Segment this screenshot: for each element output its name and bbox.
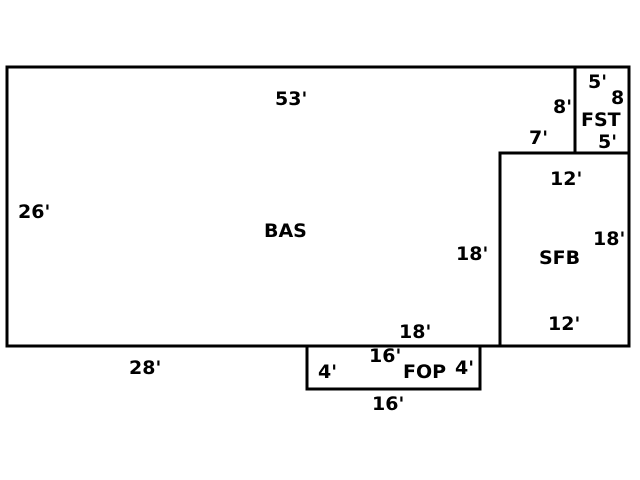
- fst-bottom-dimension: 5': [598, 131, 617, 153]
- fop-outline: [305, 344, 482, 391]
- fop-top-dimension: 16': [369, 345, 401, 367]
- sfb-area-label: SFB: [539, 247, 580, 269]
- sfb-right-dimension: 18': [593, 228, 625, 250]
- bas-bottom-dimension: 28': [129, 357, 161, 379]
- bas-area-label: BAS: [264, 220, 307, 242]
- bas-top-dimension: 53': [275, 88, 307, 110]
- fop-bottom-dimension: 16': [372, 393, 404, 415]
- fop-left-dimension: 4': [318, 361, 337, 383]
- fst-top-dimension: 5': [588, 71, 607, 93]
- fst-area-label: FST: [581, 109, 621, 131]
- sfb-outline: [498, 151, 631, 348]
- sfb-top-dimension: 12': [550, 168, 582, 190]
- fst-right-dimension: 8: [611, 87, 624, 109]
- bas-left-dimension: 26': [18, 201, 50, 223]
- fop-area-label: FOP: [403, 361, 446, 383]
- bas-step-vertical-dimension: 8': [553, 96, 572, 118]
- sfb-bottom-dimension: 12': [548, 313, 580, 335]
- bas-bottom-inner-dimension: 18': [399, 321, 431, 343]
- fop-right-dimension: 4': [455, 357, 474, 379]
- bas-right-inner-dimension: 18': [456, 243, 488, 265]
- bas-step-dimension: 7': [529, 127, 548, 149]
